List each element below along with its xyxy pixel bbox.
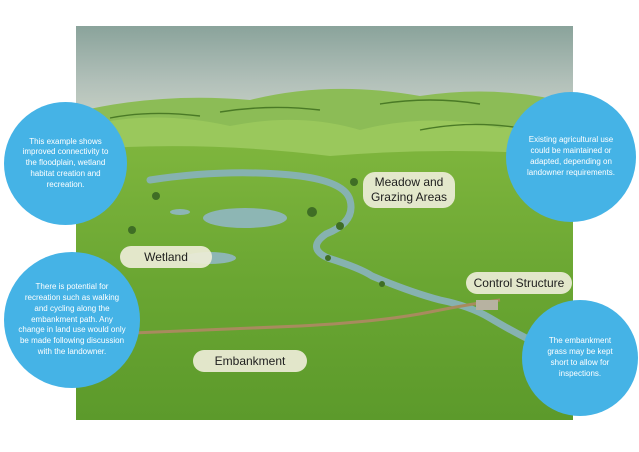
callout-floodplain-text: This example shows improved connectivity… [22,136,109,189]
callout-embankment-grass-text: The embankment grass may be kept short t… [547,336,613,378]
label-meadow: Meadow and Grazing Areas [363,172,455,208]
label-meadow-text: Meadow and Grazing Areas [370,175,448,204]
wetland-pool [170,209,190,215]
label-wetland: Wetland [120,246,212,268]
label-control-structure: Control Structure [466,272,572,294]
embankment-path [109,298,501,336]
control-structure-sluice [476,300,498,310]
label-control-structure-text: Control Structure [473,275,565,290]
callout-agriculture-text: Existing agricultural use could be maint… [526,135,616,177]
wetland-pool [203,208,287,228]
callout-recreation-text: There is potential for recreation such a… [18,282,126,356]
callout-agriculture: Existing agricultural use could be maint… [506,92,636,222]
hedgerows [109,99,521,131]
callout-floodplain: This example shows improved connectivity… [4,102,127,225]
river [146,169,534,344]
trees [128,130,524,287]
label-wetland-text: Wetland [144,249,188,264]
label-embankment: Embankment [193,350,307,372]
callout-embankment-grass: The embankment grass may be kept short t… [522,300,638,416]
label-embankment-text: Embankment [214,353,286,368]
callout-recreation: There is potential for recreation such a… [4,252,140,388]
